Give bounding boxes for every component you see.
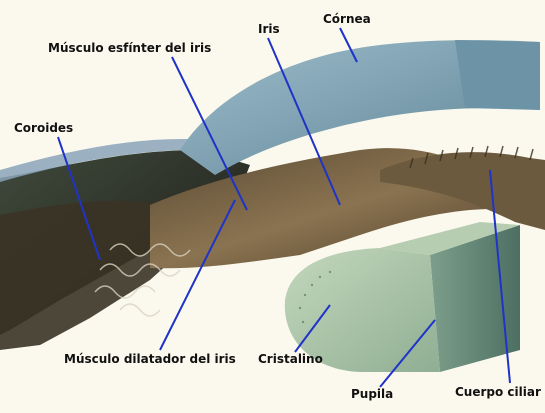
label-cristalino: Cristalino xyxy=(258,352,323,366)
label-iris: Iris xyxy=(258,22,280,36)
label-esfinter: Músculo esfínter del iris xyxy=(48,41,211,55)
label-cuerpo-ciliar: Cuerpo ciliar xyxy=(455,385,541,399)
label-cornea: Córnea xyxy=(323,12,371,26)
label-dilatador: Músculo dilatador del iris xyxy=(64,352,236,366)
label-coroides: Coroides xyxy=(14,121,73,135)
label-pupila: Pupila xyxy=(351,387,393,401)
cornea-cut-face xyxy=(455,40,540,110)
